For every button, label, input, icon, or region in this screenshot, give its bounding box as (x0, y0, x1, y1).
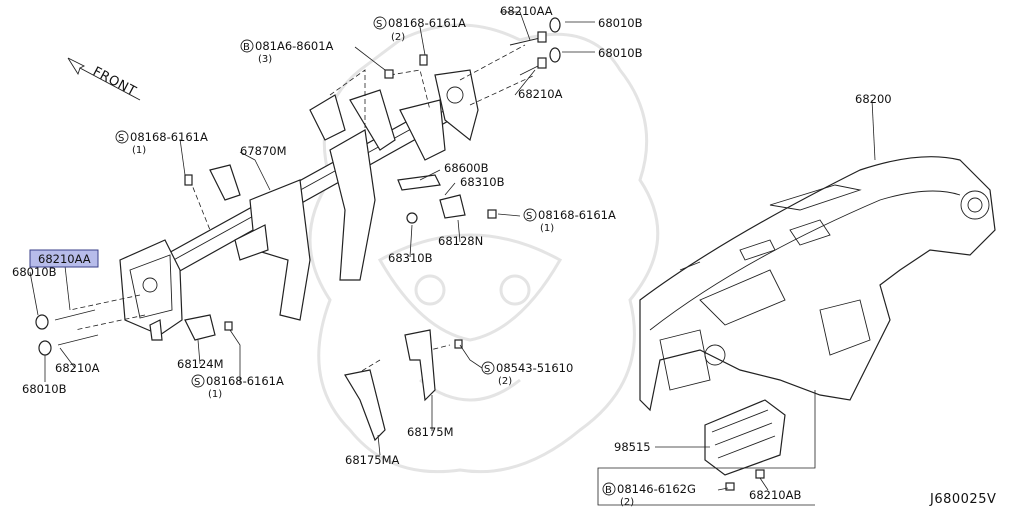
label-08146-6162G: 08146-6162G (617, 482, 696, 496)
label-68010B-top2: 68010B (598, 46, 643, 60)
screw-symbol-top: S (373, 16, 387, 30)
svg-text:S: S (526, 211, 532, 222)
watermark-emblem (308, 23, 660, 474)
svg-text:B: B (243, 42, 250, 53)
svg-text:S: S (118, 133, 124, 144)
label-68210AB: 68210AB (749, 488, 801, 502)
screw-symbol-left: S (115, 130, 129, 144)
label-68010B-left1: 68010B (12, 265, 57, 279)
label-68310B-bot: 68310B (388, 251, 433, 265)
qty-08543: (2) (498, 376, 512, 387)
qty-08168-left: (1) (132, 145, 146, 156)
qty-08168-top: (2) (391, 32, 405, 43)
label-08168-6161A-left: 08168-6161A (130, 130, 208, 144)
label-08168-6161A-top: 08168-6161A (388, 16, 466, 30)
label-98515: 98515 (614, 440, 651, 454)
instrument-panel-68200 (639, 156, 996, 412)
bolt-symbol-08146: B (602, 482, 616, 496)
label-68200: 68200 (855, 92, 892, 106)
label-68175M: 68175M (407, 425, 454, 439)
qty-08168-bottom: (1) (208, 389, 222, 400)
label-67870M: 67870M (240, 144, 287, 158)
qty-081A6: (3) (258, 54, 272, 65)
airbag-module-98515 (704, 399, 786, 491)
svg-text:S: S (194, 377, 200, 388)
svg-text:S: S (376, 19, 382, 30)
phantom-lines (69, 44, 536, 376)
diagram-code: J680025V (929, 492, 996, 507)
label-68210AA-left: 68210AA (38, 252, 91, 266)
label-68210A-left: 68210A (55, 361, 100, 375)
airbag-callout-frame (597, 390, 816, 506)
label-68175MA: 68175MA (345, 453, 400, 467)
brackets (184, 174, 466, 442)
screw-symbol-08543: S (481, 361, 495, 375)
fasteners (35, 17, 561, 356)
label-081A6-8601A: 081A6-8601A (255, 39, 334, 53)
label-08168-6161A-bottom: 08168-6161A (206, 374, 284, 388)
front-arrow: FRONT (67, 57, 141, 101)
label-68310B-top: 68310B (460, 175, 505, 189)
qty-08146: (2) (620, 497, 634, 508)
label-68010B-top1: 68010B (598, 16, 643, 30)
label-68124M: 68124M (177, 357, 224, 371)
part-labels: S 08168-6161A (2) 68210AA 68010B 68010B … (12, 4, 996, 508)
steering-member-67870M (119, 69, 479, 341)
label-68210A-top: 68210A (518, 87, 563, 101)
label-68600B: 68600B (444, 161, 489, 175)
bolt-symbol-081A6: B (240, 39, 254, 53)
front-label: FRONT (90, 64, 138, 99)
label-08168-6161A-mid: 08168-6161A (538, 208, 616, 222)
qty-08168-mid: (1) (540, 223, 554, 234)
screw-symbol-mid: S (523, 208, 537, 222)
label-68128N: 68128N (438, 234, 483, 248)
label-68010B-left2: 68010B (22, 382, 67, 396)
label-08543-51610: 08543-51610 (496, 361, 573, 375)
svg-text:B: B (605, 485, 612, 496)
highlight-68210AA (29, 249, 99, 268)
svg-text:S: S (484, 364, 490, 375)
leader-lines (29, 11, 876, 491)
screw-symbol-bottom: S (191, 374, 205, 388)
label-68210AA-top: 68210AA (500, 4, 553, 18)
